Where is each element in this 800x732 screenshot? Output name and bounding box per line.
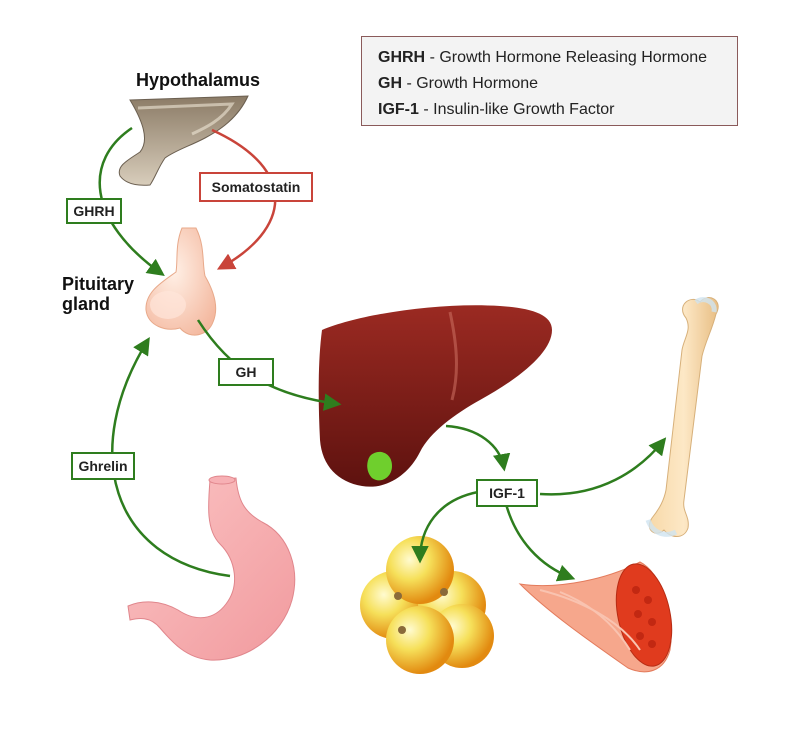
liver-to-igf1-arrow (445, 424, 511, 472)
pituitary-title-line2: gland (62, 294, 110, 314)
legend-abbr: GHRH (378, 49, 426, 66)
ghrelin-label: Ghrelin (71, 452, 135, 480)
hypothalamus-title: Hypothalamus (136, 70, 261, 90)
ghrh-label: GHRH (66, 198, 122, 224)
stomach-illustration (127, 475, 296, 661)
legend-text: - Growth Hormone (406, 75, 539, 92)
somatostatin-label: Somatostatin (199, 172, 313, 202)
ghrh-arrow (98, 126, 165, 277)
igf1-to-fat-arrow (411, 490, 479, 564)
hypothalamus-illustration (118, 95, 249, 186)
legend-row-gh: GH - Growth Hormone (378, 71, 737, 97)
ghrelin-arrow (111, 337, 231, 578)
legend-box: GHRH - Growth Hormone Releasing Hormone … (361, 36, 738, 126)
gh-label: GH (218, 358, 274, 386)
bone-illustration (645, 297, 719, 537)
legend-text: - Growth Hormone Releasing Hormone (429, 49, 708, 66)
igf1-to-muscle-arrow (504, 503, 576, 582)
pituitary-title: Pituitary gland (62, 274, 134, 314)
igf1-to-bone-arrow (539, 437, 667, 496)
muscle-illustration (518, 561, 673, 673)
legend-abbr: IGF-1 (378, 101, 419, 118)
igf1-label: IGF-1 (476, 479, 538, 507)
liver-illustration (318, 305, 552, 487)
pituitary-gland-illustration (145, 227, 217, 336)
legend-abbr: GH (378, 75, 402, 92)
legend-row-ghrh: GHRH - Growth Hormone Releasing Hormone (378, 45, 737, 71)
pituitary-title-line1: Pituitary (62, 274, 135, 294)
legend-row-igf1: IGF-1 - Insulin-like Growth Factor (378, 97, 737, 123)
fat-cells-illustration (360, 536, 494, 674)
legend-text: - Insulin-like Growth Factor (423, 101, 615, 118)
